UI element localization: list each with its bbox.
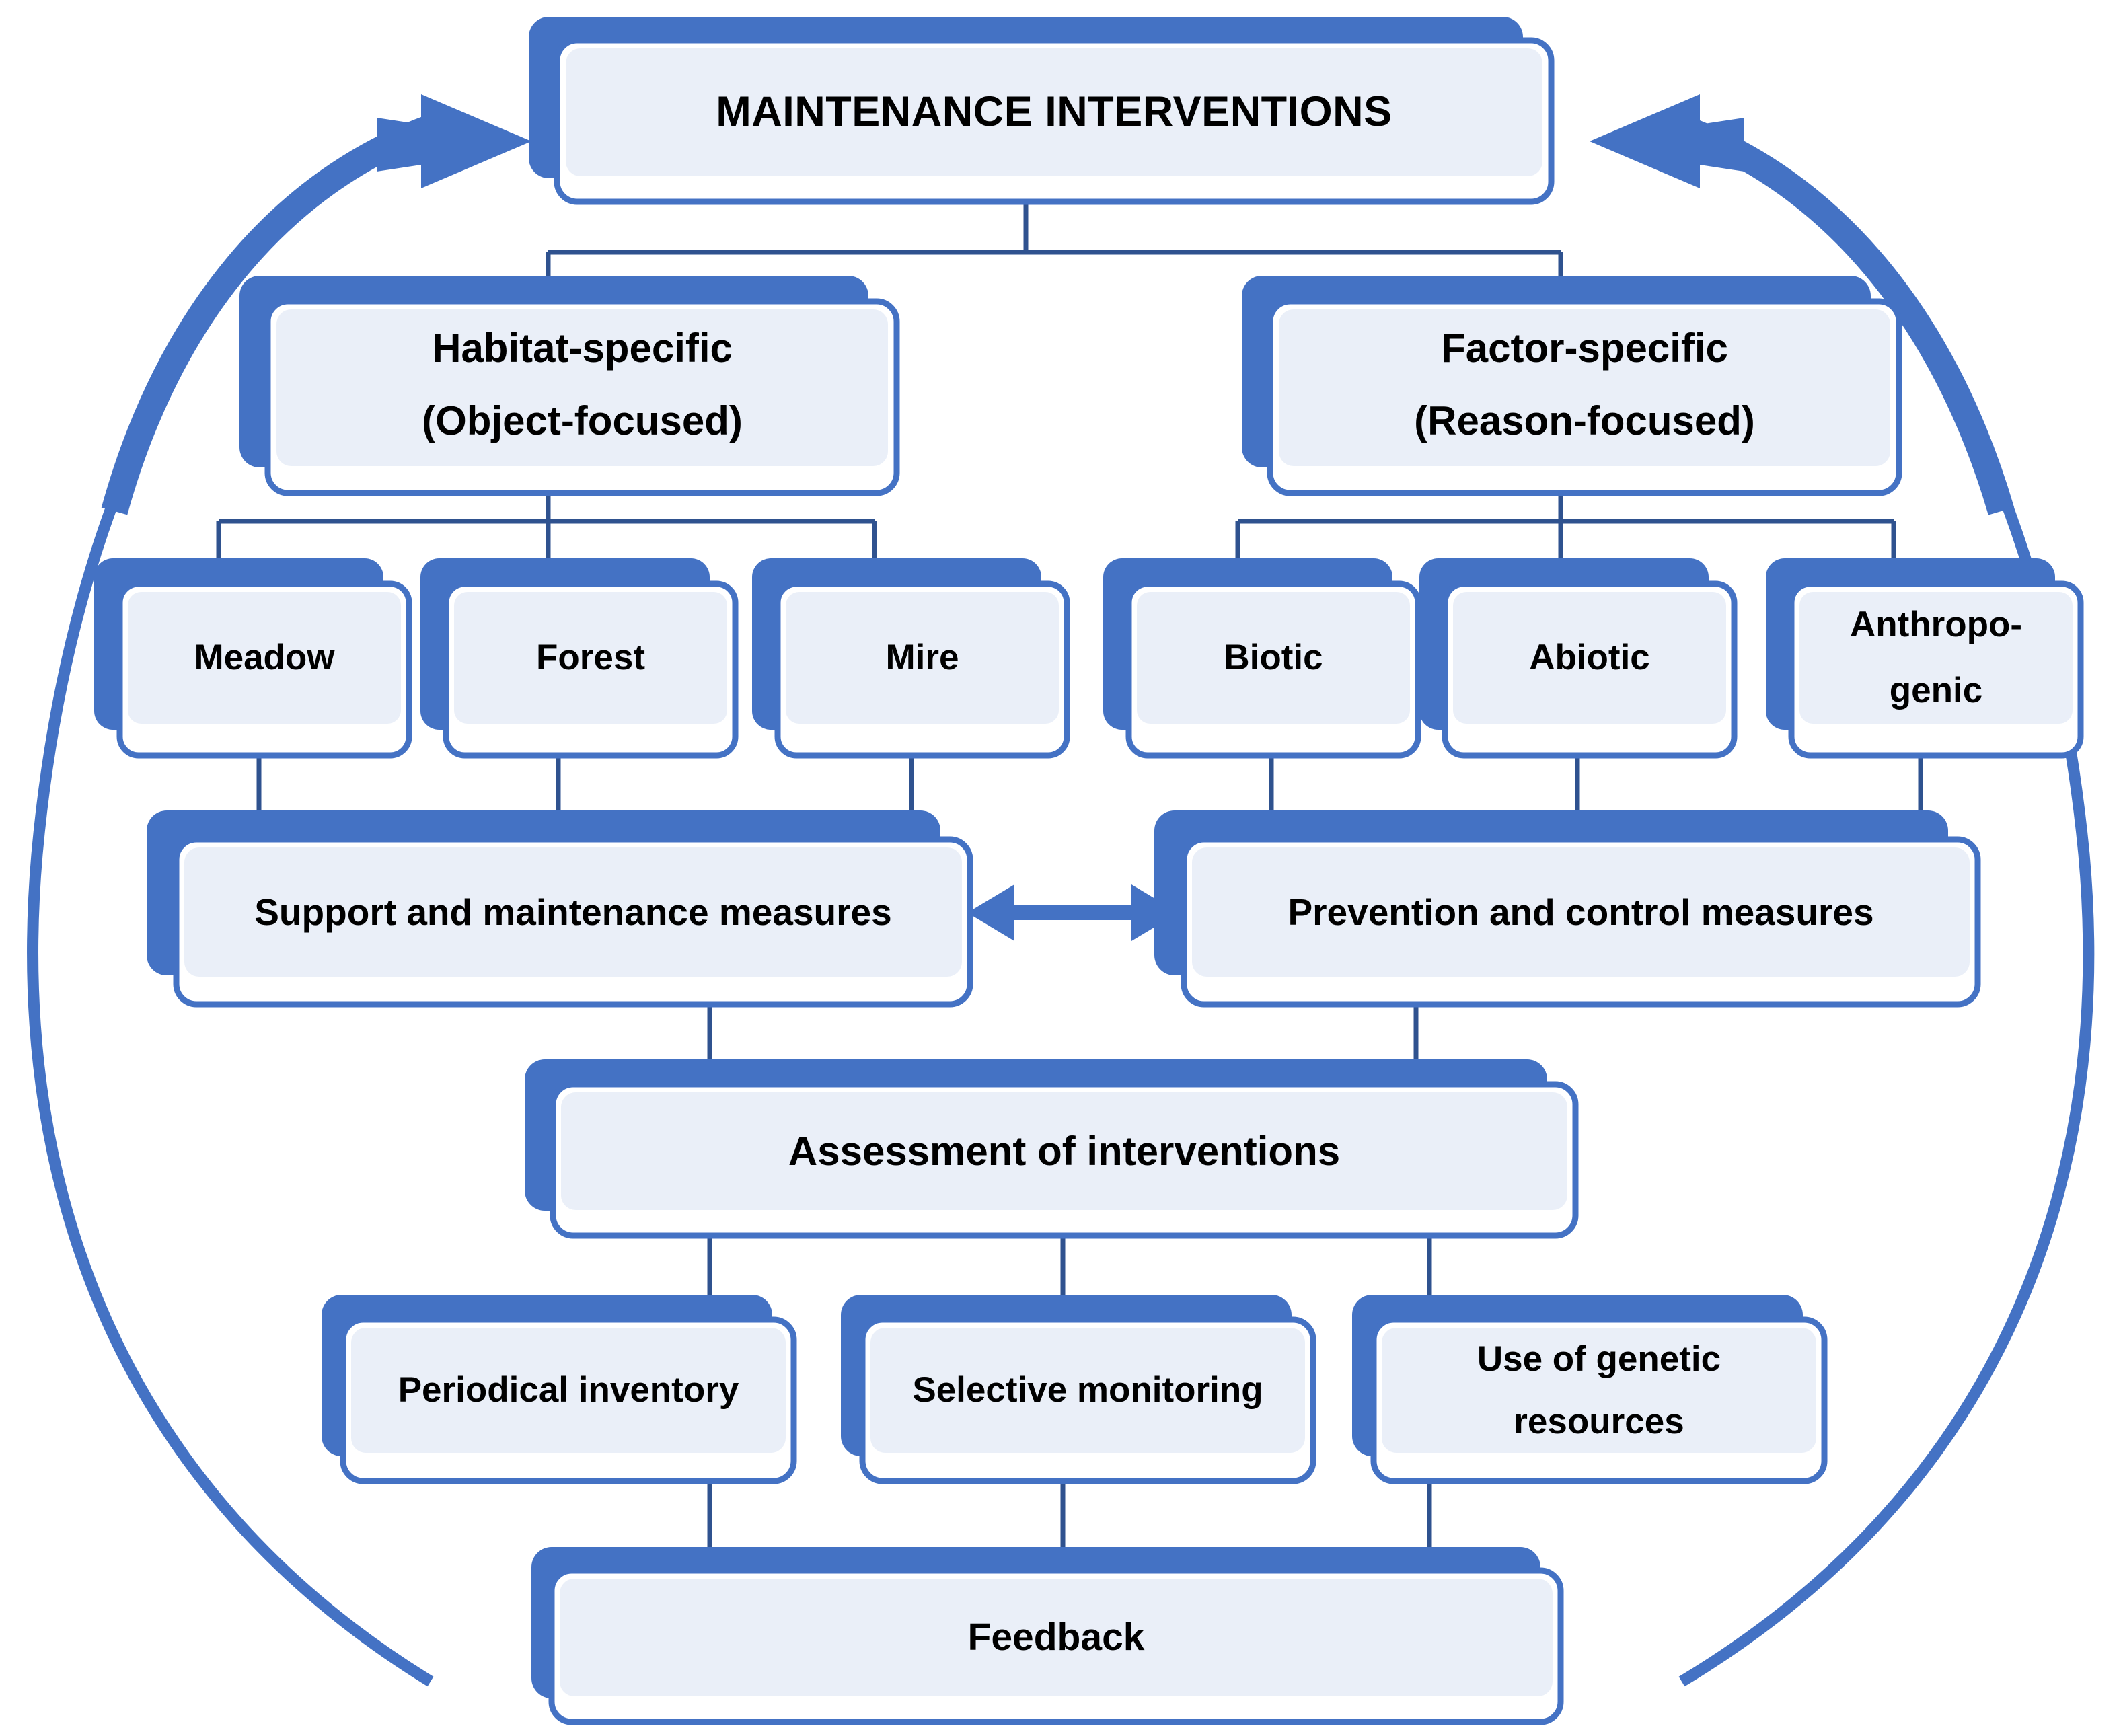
feedback-loop-arrows — [27, 94, 2095, 1687]
node-forest-box[interactable] — [420, 558, 739, 759]
node-feedback-box[interactable] — [531, 1547, 1564, 1725]
node-genetic-box[interactable] — [1352, 1295, 1828, 1484]
node-mire-box[interactable] — [752, 558, 1070, 759]
node-prevention-box[interactable] — [1154, 810, 1981, 1008]
node-selective-box[interactable] — [841, 1295, 1316, 1484]
node-anthropogenic-box[interactable] — [1766, 558, 2084, 759]
node-factor-box[interactable] — [1242, 276, 1902, 496]
bidirectional-arrow — [967, 884, 1179, 941]
node-periodical-box[interactable] — [322, 1295, 797, 1484]
node-meadow-box[interactable] — [94, 558, 412, 759]
node-root-box[interactable] — [529, 17, 1555, 205]
node-abiotic-box[interactable] — [1419, 558, 1738, 759]
node-assessment-box[interactable] — [525, 1059, 1579, 1239]
node-biotic-box[interactable] — [1103, 558, 1421, 759]
node-support-box[interactable] — [147, 810, 973, 1008]
node-habitat-box[interactable] — [239, 276, 900, 496]
